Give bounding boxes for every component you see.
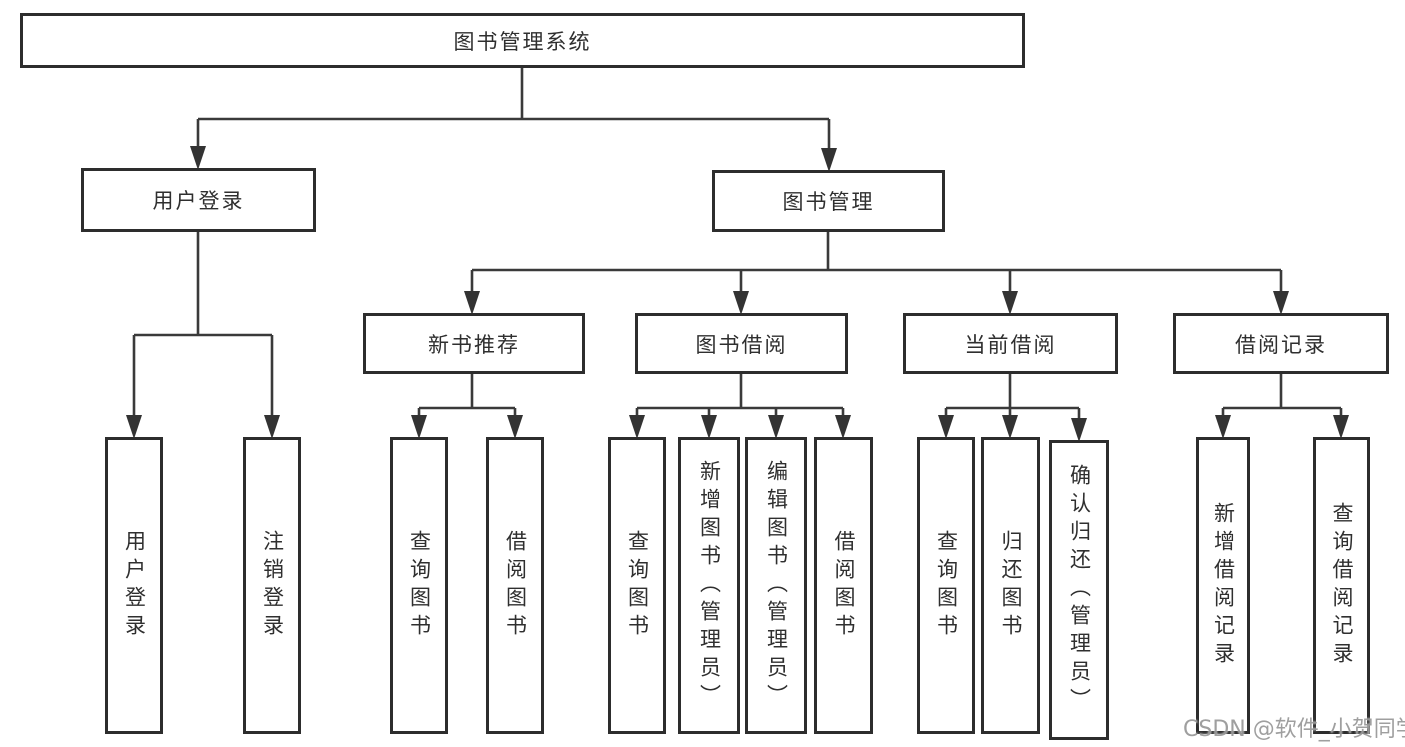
leaf-add-book-admin: 新增图书（管理员） xyxy=(678,437,740,734)
csdn-watermark: CSDN @软件_小贺同学 xyxy=(1183,717,1405,742)
branch-root xyxy=(190,68,837,172)
node-book-management: 图书管理 xyxy=(712,170,945,232)
leaf-logout-login: 注销登录 xyxy=(243,437,301,734)
node-current-borrow: 当前借阅 xyxy=(903,313,1118,374)
node-user-login: 用户登录 xyxy=(81,168,316,232)
branch-borrow-records xyxy=(1215,374,1349,439)
leaf-query-borrow-record: 查询借阅记录 xyxy=(1313,437,1370,734)
branch-book-borrow xyxy=(629,374,851,439)
branch-book-management xyxy=(464,232,1289,315)
node-borrow-records: 借阅记录 xyxy=(1173,313,1389,374)
leaf-query-books-current: 查询图书 xyxy=(917,437,975,734)
leaf-query-books-borrow: 查询图书 xyxy=(608,437,666,734)
leaf-edit-book-admin: 编辑图书（管理员） xyxy=(745,437,807,734)
leaf-return-books: 归还图书 xyxy=(981,437,1040,734)
branch-current-borrow xyxy=(938,374,1087,442)
branch-user-login xyxy=(126,232,280,439)
node-new-book-recommend: 新书推荐 xyxy=(363,313,585,374)
leaf-borrow-books: 借阅图书 xyxy=(814,437,873,734)
node-book-borrow: 图书借阅 xyxy=(635,313,848,374)
branch-new-book-recommend xyxy=(411,374,523,439)
leaf-confirm-return-admin: 确认归还（管理员） xyxy=(1049,440,1109,740)
leaf-add-borrow-record: 新增借阅记录 xyxy=(1196,437,1250,734)
leaf-query-books-recommend: 查询图书 xyxy=(390,437,448,734)
node-library-management-system: 图书管理系统 xyxy=(20,13,1025,68)
leaf-borrow-books-recommend: 借阅图书 xyxy=(486,437,544,734)
leaf-user-login: 用户登录 xyxy=(105,437,163,734)
